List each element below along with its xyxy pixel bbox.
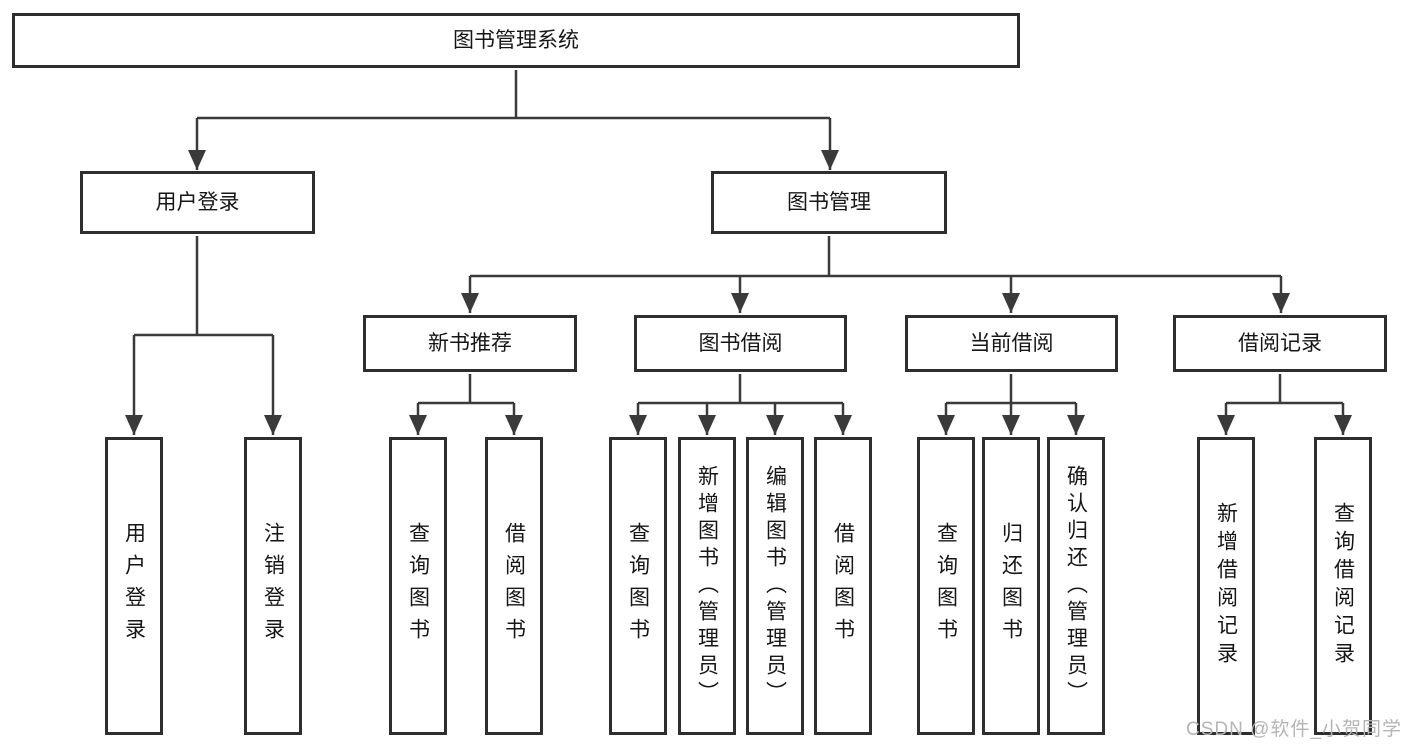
node-leaf-borrow-book-2: 借阅图书 xyxy=(814,437,872,735)
node-current-borrow: 当前借阅 xyxy=(905,315,1118,372)
node-leaf-logout: 注销登录 xyxy=(244,437,302,735)
node-leaf-query-book-1: 查询图书 xyxy=(389,437,447,735)
node-leaf-query-book-2: 查询图书 xyxy=(609,437,667,735)
node-leaf-add-book: 新增图书（管理员） xyxy=(678,437,736,735)
node-leaf-query-record: 查询借阅记录 xyxy=(1314,437,1372,735)
node-leaf-query-book-3: 查询图书 xyxy=(917,437,975,735)
node-book-mgmt: 图书管理 xyxy=(711,171,947,234)
node-leaf-add-record: 新增借阅记录 xyxy=(1197,437,1255,735)
node-leaf-confirm-return: 确认归还（管理员） xyxy=(1047,437,1105,735)
node-leaf-edit-book: 编辑图书（管理员） xyxy=(746,437,804,735)
node-leaf-borrow-book-1: 借阅图书 xyxy=(485,437,543,735)
node-leaf-user-login: 用户登录 xyxy=(105,437,163,735)
csdn-watermark: CSDN @软件_小贺同学 xyxy=(1186,719,1402,740)
node-root: 图书管理系统 xyxy=(12,13,1020,68)
node-book-borrow: 图书借阅 xyxy=(634,315,847,372)
node-leaf-return-book: 归还图书 xyxy=(982,437,1040,735)
node-borrow-record: 借阅记录 xyxy=(1173,315,1387,372)
node-user-login: 用户登录 xyxy=(80,171,315,234)
connector-group xyxy=(125,70,1352,435)
node-new-book-rec: 新书推荐 xyxy=(363,315,577,372)
